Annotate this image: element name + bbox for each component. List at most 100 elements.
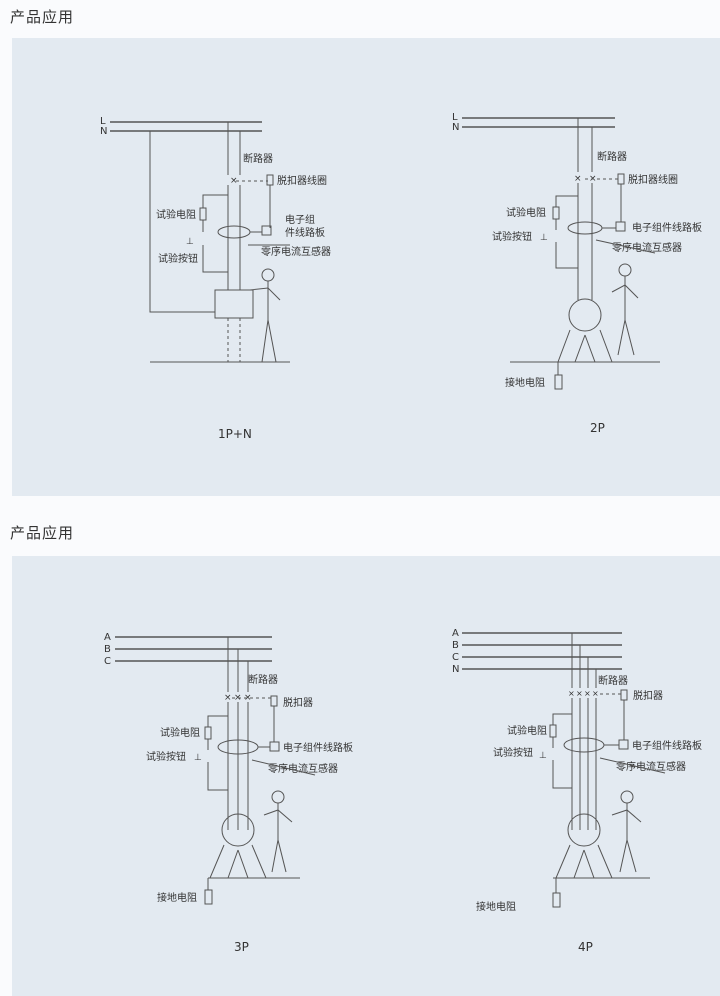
trip-symbol (270, 695, 278, 707)
motor-leg-right (237, 844, 267, 879)
breaker-contact-b: × (576, 689, 583, 698)
breaker-label: 断路器 (248, 673, 278, 686)
trip-coil-symbol (617, 173, 625, 185)
person-arms (611, 284, 639, 299)
ct-leader (599, 757, 666, 774)
trip-label: 脱扣器 (633, 689, 663, 702)
line-label-n: N (100, 126, 107, 137)
test-button-symbol: ⊥ (539, 751, 547, 761)
motor-leg-left (555, 844, 585, 879)
ct-symbol (563, 737, 605, 753)
breaker-contact-c: × (244, 693, 252, 703)
trip-label: 脱扣器 (283, 696, 313, 709)
section-title-bottom: 产品应用 (10, 524, 75, 542)
line-label-a: A (104, 632, 111, 643)
person-arms (249, 287, 281, 301)
diagram-4p: A B C N 断路器 × × × × 脱扣器 试验电阻 ⊥ 试验按钮 电子 (452, 628, 702, 954)
ct-label: 零序电流互感器 (261, 245, 331, 258)
line-label-a: A (452, 628, 459, 639)
test-resistor-symbol (552, 206, 560, 220)
person-leg (277, 839, 287, 873)
person-body (261, 281, 269, 363)
person-leg (267, 319, 277, 363)
board-symbol (615, 221, 626, 232)
caption-3p: 3P (234, 940, 249, 954)
test-branch (207, 715, 228, 727)
breaker-contact-n: × (592, 689, 599, 698)
breaker-contact-1: × (574, 174, 582, 184)
motor-leg-left (209, 844, 239, 879)
ct-symbol (217, 225, 251, 239)
person-body (271, 803, 279, 873)
ground-resistor-symbol (204, 889, 213, 905)
line-label-b: B (452, 640, 459, 651)
breaker-label: 断路器 (598, 674, 628, 687)
board-label: 电子组件线路板 (283, 741, 353, 754)
motor-symbol (221, 813, 255, 847)
ground-label: 接地电阻 (476, 900, 516, 913)
test-resistor-label: 试验电阻 (507, 724, 547, 737)
line-label-c: C (104, 656, 111, 667)
line-label-c: C (452, 652, 459, 663)
ct-label: 零序电流互感器 (616, 760, 686, 773)
line-label-n: N (452, 664, 459, 675)
test-branch (202, 194, 228, 208)
ct-symbol (567, 221, 603, 235)
trip-coil-label: 脱扣器线圈 (277, 174, 327, 187)
trip-symbol (620, 689, 628, 701)
ct-label: 零序电流互感器 (268, 762, 338, 775)
trip-coil-label: 脱扣器线圈 (628, 173, 678, 186)
breaker-label: 断路器 (597, 150, 627, 163)
test-resistor-label: 试验电阻 (506, 206, 546, 219)
diagram-2p: L N 断路器 × × 脱扣器线圈 试验电阻 ⊥ 试验按钮 电子组件线路板 零序… (452, 112, 702, 435)
person-body (619, 803, 628, 873)
motor-symbol (567, 813, 601, 847)
test-return (202, 245, 228, 273)
ground-label: 接地电阻 (505, 376, 545, 389)
ground-resistor-symbol (552, 892, 561, 908)
test-branch (555, 195, 578, 207)
test-return (552, 760, 572, 789)
board-label-2: 件线路板 (285, 226, 325, 239)
breaker-contact-a: × (568, 689, 575, 698)
board-symbol (618, 739, 629, 750)
person-head (261, 268, 275, 282)
person-leg (624, 319, 635, 356)
test-resistor-symbol (199, 207, 207, 221)
person-arms (263, 809, 293, 823)
test-resistor-symbol (204, 726, 212, 740)
ct-label: 零序电流互感器 (612, 241, 682, 254)
panel-top (12, 38, 720, 496)
person-leg (626, 839, 637, 873)
line-label-n: N (452, 122, 459, 133)
breaker-contact-c: × (584, 689, 591, 698)
neutral-return (149, 131, 215, 313)
person-arms (611, 809, 642, 823)
breaker-contact-a: × (224, 693, 232, 703)
person-head (620, 790, 634, 804)
ct-leader (595, 239, 656, 254)
caption-4p: 4P (578, 940, 593, 954)
test-button-label: 试验按钮 (492, 230, 532, 243)
line-label-b: B (104, 644, 111, 655)
section-title-top: 产品应用 (10, 8, 75, 26)
test-resistor-label: 试验电阻 (160, 726, 200, 739)
motor-leg-left (557, 329, 586, 363)
load-box (214, 289, 254, 319)
breaker-contact-b: × (234, 693, 242, 703)
board-symbol (269, 741, 280, 752)
caption-2p: 2P (590, 421, 605, 435)
breaker-label: 断路器 (243, 152, 273, 165)
motor-symbol (568, 298, 602, 332)
test-button-symbol: ⊥ (540, 233, 548, 243)
board-label: 电子组件线路板 (632, 221, 702, 234)
test-return (555, 242, 578, 269)
test-button-symbol: ⊥ (186, 237, 194, 247)
person-head (271, 790, 285, 804)
test-button-symbol: ⊥ (194, 753, 202, 763)
ground-label: 接地电阻 (157, 891, 197, 904)
motor-leg-right (584, 329, 613, 363)
test-button-label: 试验按钮 (146, 750, 186, 763)
test-resistor-symbol (549, 724, 557, 738)
